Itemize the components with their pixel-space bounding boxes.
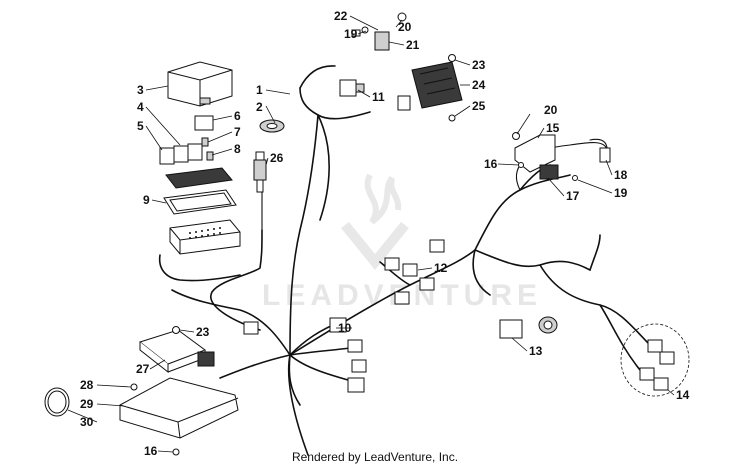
callout-17: 17 <box>566 189 580 203</box>
connectors-10 <box>243 317 367 393</box>
callout-labels: 1 2 3 4 5 6 7 8 9 10 11 12 13 14 15 16 1… <box>80 9 690 458</box>
callout-21: 21 <box>406 38 420 52</box>
callout-5: 5 <box>137 119 144 133</box>
ring-clamp <box>44 387 70 417</box>
fuse-box-base <box>169 219 241 255</box>
callout-28: 28 <box>80 378 94 392</box>
rendered-by-footer: Rendered by LeadVenture, Inc. <box>291 450 459 464</box>
callout-3: 3 <box>137 83 144 97</box>
callout-11: 11 <box>372 90 385 104</box>
callout-2: 2 <box>256 100 263 114</box>
callout-20-top: 20 <box>398 20 412 34</box>
callout-19-right: 19 <box>614 186 628 200</box>
callout-26: 26 <box>270 151 284 165</box>
callout-13: 13 <box>529 344 543 358</box>
callout-25: 25 <box>472 99 486 113</box>
watermark: LEADVENTURE <box>262 173 537 312</box>
callout-24: 24 <box>472 78 486 92</box>
mounting-plate <box>119 377 239 439</box>
wiring-harness <box>158 65 651 456</box>
leader-lines <box>67 15 675 453</box>
callout-16-bracket: 16 <box>484 157 498 171</box>
callout-18: 18 <box>614 168 628 182</box>
callout-12: 12 <box>434 261 448 275</box>
callout-23-ecu: 23 <box>196 325 210 339</box>
callout-20-right: 20 <box>544 103 558 117</box>
bracket-top <box>351 12 407 51</box>
fuse-box-cover <box>167 61 233 107</box>
connectors-12 <box>384 239 445 305</box>
callout-27: 27 <box>136 362 150 376</box>
callout-19-top: 19 <box>344 27 358 41</box>
relays <box>159 115 214 165</box>
callout-14: 14 <box>676 388 690 402</box>
callout-7: 7 <box>234 125 241 139</box>
connector-11 <box>339 79 365 97</box>
grommet-part <box>259 119 285 133</box>
callout-6: 6 <box>234 109 241 123</box>
oxygen-sensor <box>253 151 267 193</box>
ecu-module <box>138 329 215 374</box>
bracket-right <box>514 134 611 180</box>
callout-9: 9 <box>143 193 150 207</box>
callout-16-plate: 16 <box>144 444 158 458</box>
callout-30: 30 <box>80 415 94 429</box>
callout-10: 10 <box>338 321 352 335</box>
callout-4: 4 <box>137 100 144 114</box>
connector-13 <box>499 316 558 339</box>
callout-29: 29 <box>80 397 94 411</box>
callout-23-top: 23 <box>472 58 486 72</box>
screws <box>130 26 578 456</box>
fuse-strip <box>165 167 233 189</box>
callout-22: 22 <box>334 9 348 23</box>
callout-1: 1 <box>256 83 263 97</box>
fuse-box-gasket <box>163 189 237 215</box>
callout-8: 8 <box>234 142 241 156</box>
voltage-regulator <box>397 61 463 111</box>
connectors-14 <box>620 323 690 397</box>
callout-15: 15 <box>546 121 560 135</box>
